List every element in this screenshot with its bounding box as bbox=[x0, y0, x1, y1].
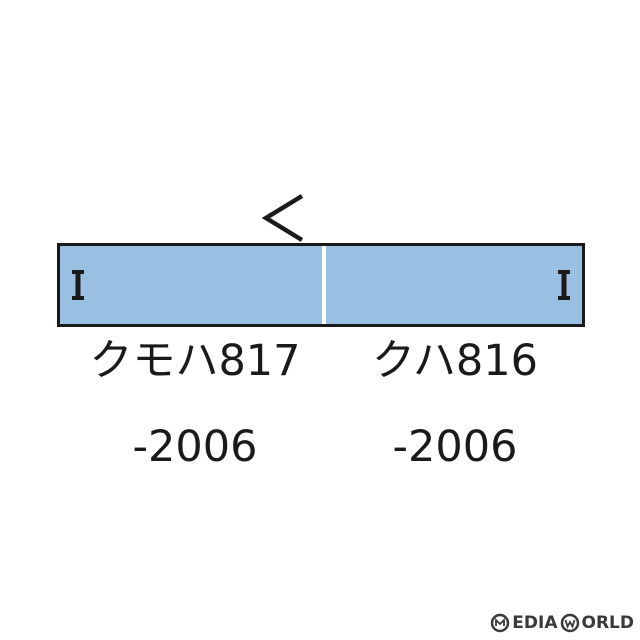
watermark-text-b: ORLD bbox=[581, 613, 635, 633]
cab-marker-icon bbox=[558, 270, 570, 300]
cab-marker-icon bbox=[72, 270, 84, 300]
media-world-watermark: EDIA ORLD bbox=[490, 610, 634, 636]
car-label-kumoha: クモハ817 -2006 bbox=[60, 340, 330, 474]
car-model-label: クハ816 bbox=[372, 336, 538, 386]
direction-arrow-icon bbox=[261, 194, 304, 242]
watermark-text-a: EDIA bbox=[512, 613, 558, 633]
car-coupling-gap bbox=[322, 246, 326, 324]
car-label-kuha: クハ816 -2006 bbox=[345, 340, 565, 474]
media-world-logo-icon bbox=[491, 613, 510, 633]
media-world-logo-icon bbox=[560, 613, 579, 633]
car-number-label: -2006 bbox=[392, 422, 518, 472]
train-formation bbox=[57, 243, 585, 327]
car-number-label: -2006 bbox=[132, 422, 258, 472]
car-kumoha bbox=[60, 246, 322, 324]
car-kuha bbox=[326, 246, 582, 324]
car-model-label: クモハ817 bbox=[89, 336, 301, 386]
